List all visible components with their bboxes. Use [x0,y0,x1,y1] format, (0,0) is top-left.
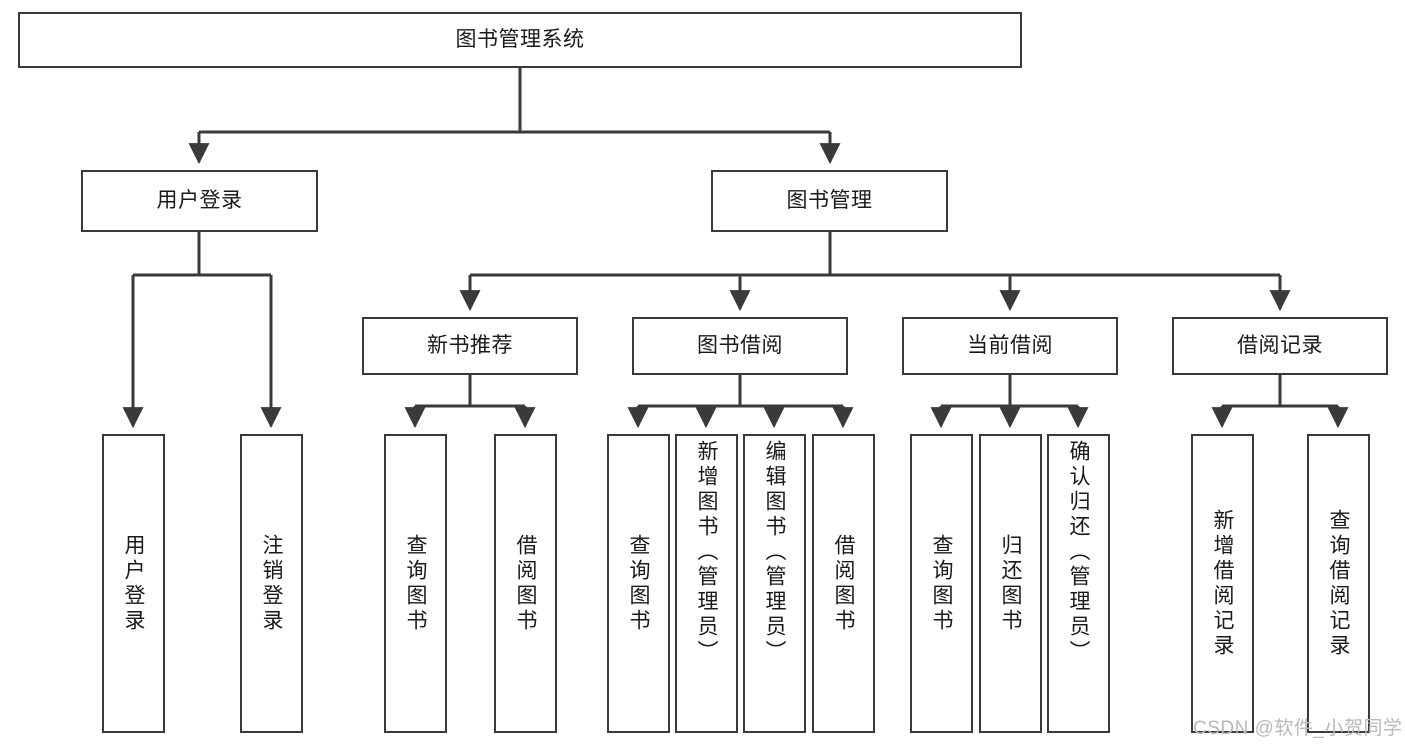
leaf-return-book[interactable]: 归还图书 [979,434,1042,733]
csdn-watermark: CSDN @软件_小贺同学 [1193,718,1403,739]
leaf-edit-book-admin[interactable]: 编辑图书（管理员） [743,434,806,733]
node-book-borrow[interactable]: 图书借阅 [632,317,848,375]
node-book-management[interactable]: 图书管理 [711,170,948,232]
node-label: 图书借阅 [697,333,783,357]
leaf-label: 查询图书 [404,533,427,634]
node-new-book-recommend[interactable]: 新书推荐 [362,317,578,375]
leaf-label: 新增借阅记录 [1211,508,1234,659]
leaf-add-book-admin[interactable]: 新增图书（管理员） [675,434,738,733]
leaf-label: 查询图书 [930,533,953,634]
leaf-add-borrow-record[interactable]: 新增借阅记录 [1191,434,1254,733]
leaf-query-borrow-record[interactable]: 查询借阅记录 [1307,434,1370,733]
leaf-label: 查询图书 [627,533,650,634]
node-borrow-record[interactable]: 借阅记录 [1172,317,1388,375]
node-label: 图书管理 [786,188,873,212]
leaf-label: 用户登录 [122,533,145,634]
leaf-label: 查询借阅记录 [1327,508,1350,659]
node-label: 用户登录 [156,188,243,212]
node-label: 当前借阅 [967,333,1053,357]
leaf-label: 确认归还（管理员） [1067,440,1090,665]
leaf-borrow-book-recommend[interactable]: 借阅图书 [494,434,557,733]
node-root-system[interactable]: 图书管理系统 [18,12,1022,68]
leaf-label: 归还图书 [999,533,1022,634]
leaf-logout[interactable]: 注销登录 [240,434,303,733]
leaf-label: 借阅图书 [832,533,855,634]
node-label: 新书推荐 [427,333,513,357]
node-label: 图书管理系统 [455,27,585,51]
node-user-login[interactable]: 用户登录 [81,170,318,232]
node-current-borrow[interactable]: 当前借阅 [902,317,1118,375]
leaf-label: 借阅图书 [514,533,537,634]
leaf-user-login[interactable]: 用户登录 [102,434,165,733]
leaf-label: 注销登录 [260,533,283,634]
leaf-query-book-borrow[interactable]: 查询图书 [607,434,670,733]
leaf-confirm-return-admin[interactable]: 确认归还（管理员） [1047,434,1110,733]
leaf-label: 编辑图书（管理员） [763,440,786,665]
leaf-query-book-current[interactable]: 查询图书 [910,434,973,733]
leaf-query-book-recommend[interactable]: 查询图书 [384,434,447,733]
node-label: 借阅记录 [1237,333,1323,357]
leaf-borrow-book[interactable]: 借阅图书 [812,434,875,733]
leaf-label: 新增图书（管理员） [695,440,718,665]
